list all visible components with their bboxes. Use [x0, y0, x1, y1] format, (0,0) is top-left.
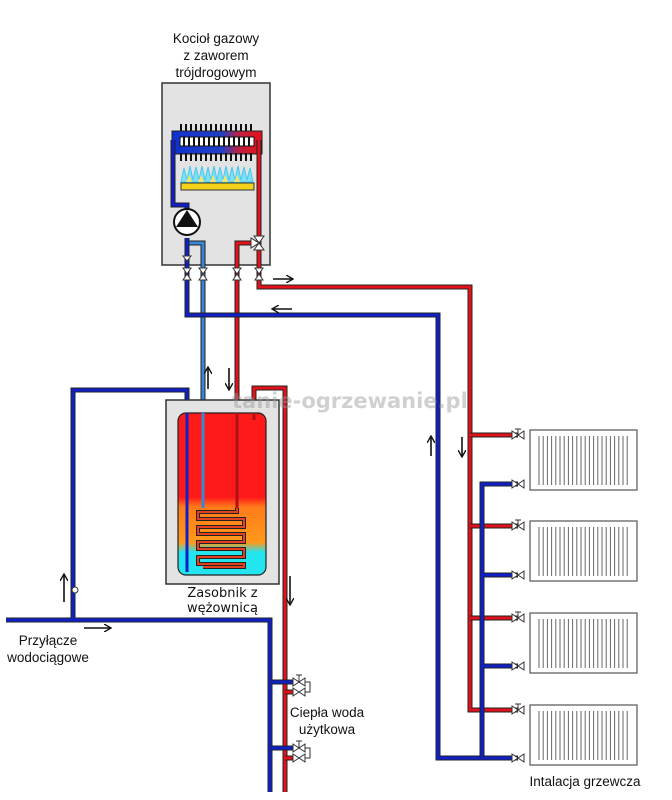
- heating-installation-label: Intalacja grzewcza: [529, 774, 641, 789]
- hot-water-label-line: użytkowa: [298, 722, 356, 737]
- radiator-icon: [529, 429, 638, 491]
- radiator-valve-icon: [511, 428, 525, 440]
- valve-icon: [198, 267, 208, 281]
- boiler-label: Kocioł gazowy z zaworem trójdrogowym: [146, 30, 286, 81]
- tank-label-line: Zasobnik z: [187, 586, 258, 601]
- valve-icon: [182, 267, 192, 281]
- valve-icon: [254, 267, 264, 281]
- valve-icon: [232, 267, 242, 281]
- radiator-valve-icon: [511, 753, 525, 763]
- heat-exchanger-fins-bottom: [180, 153, 252, 161]
- burner: [180, 182, 255, 191]
- watermark: tanie-ogrzewanie.pl: [232, 389, 468, 413]
- radiator-valve-icon: [511, 570, 525, 580]
- radiators: [529, 429, 638, 766]
- check-valve-icon: [181, 255, 193, 262]
- boiler-label-line: z zaworem: [183, 48, 249, 63]
- water-supply-label: Przyłącze wodociągowe: [4, 632, 92, 666]
- radiator-icon: [529, 704, 638, 766]
- tank-coil: [196, 508, 246, 569]
- hot-water-tank: [165, 399, 280, 585]
- tank-label-line: wężownicą: [186, 601, 258, 616]
- circulation-pump-icon: [173, 208, 201, 236]
- radiator-valve-icon: [511, 479, 525, 489]
- radiator-valve-icon: [511, 611, 525, 623]
- tank-label: Zasobnik z wężownicą: [165, 586, 280, 616]
- radiator-valve-icon: [511, 519, 525, 531]
- pipe-heating-return: [184, 238, 518, 761]
- gas-boiler: [161, 82, 271, 266]
- boiler-label-line: Kocioł gazowy: [172, 31, 260, 46]
- water-supply-label-line: wodociągowe: [7, 650, 89, 665]
- mixer-tap-icon: [292, 674, 311, 697]
- flow-arrows: [64, 279, 462, 628]
- valves: [71, 255, 525, 763]
- radiator-icon: [529, 520, 638, 582]
- three-way-valve-icon: [250, 235, 265, 251]
- mixer-tap-icon: [292, 740, 311, 763]
- pipe-heating-flow: [256, 270, 518, 713]
- hot-water-label: Ciepła woda użytkowa: [282, 704, 372, 738]
- hot-water-label-line: Ciepła woda: [289, 705, 365, 720]
- water-supply-label-line: Przyłącze: [18, 633, 78, 648]
- radiator-flow-branches: [470, 432, 518, 621]
- radiator-valve-icon: [511, 703, 525, 715]
- radiator-icon: [529, 612, 638, 674]
- radiator-valve-icon: [511, 661, 525, 671]
- check-valve-icon: [71, 586, 79, 594]
- boiler-label-line: trójdrogowym: [175, 65, 257, 80]
